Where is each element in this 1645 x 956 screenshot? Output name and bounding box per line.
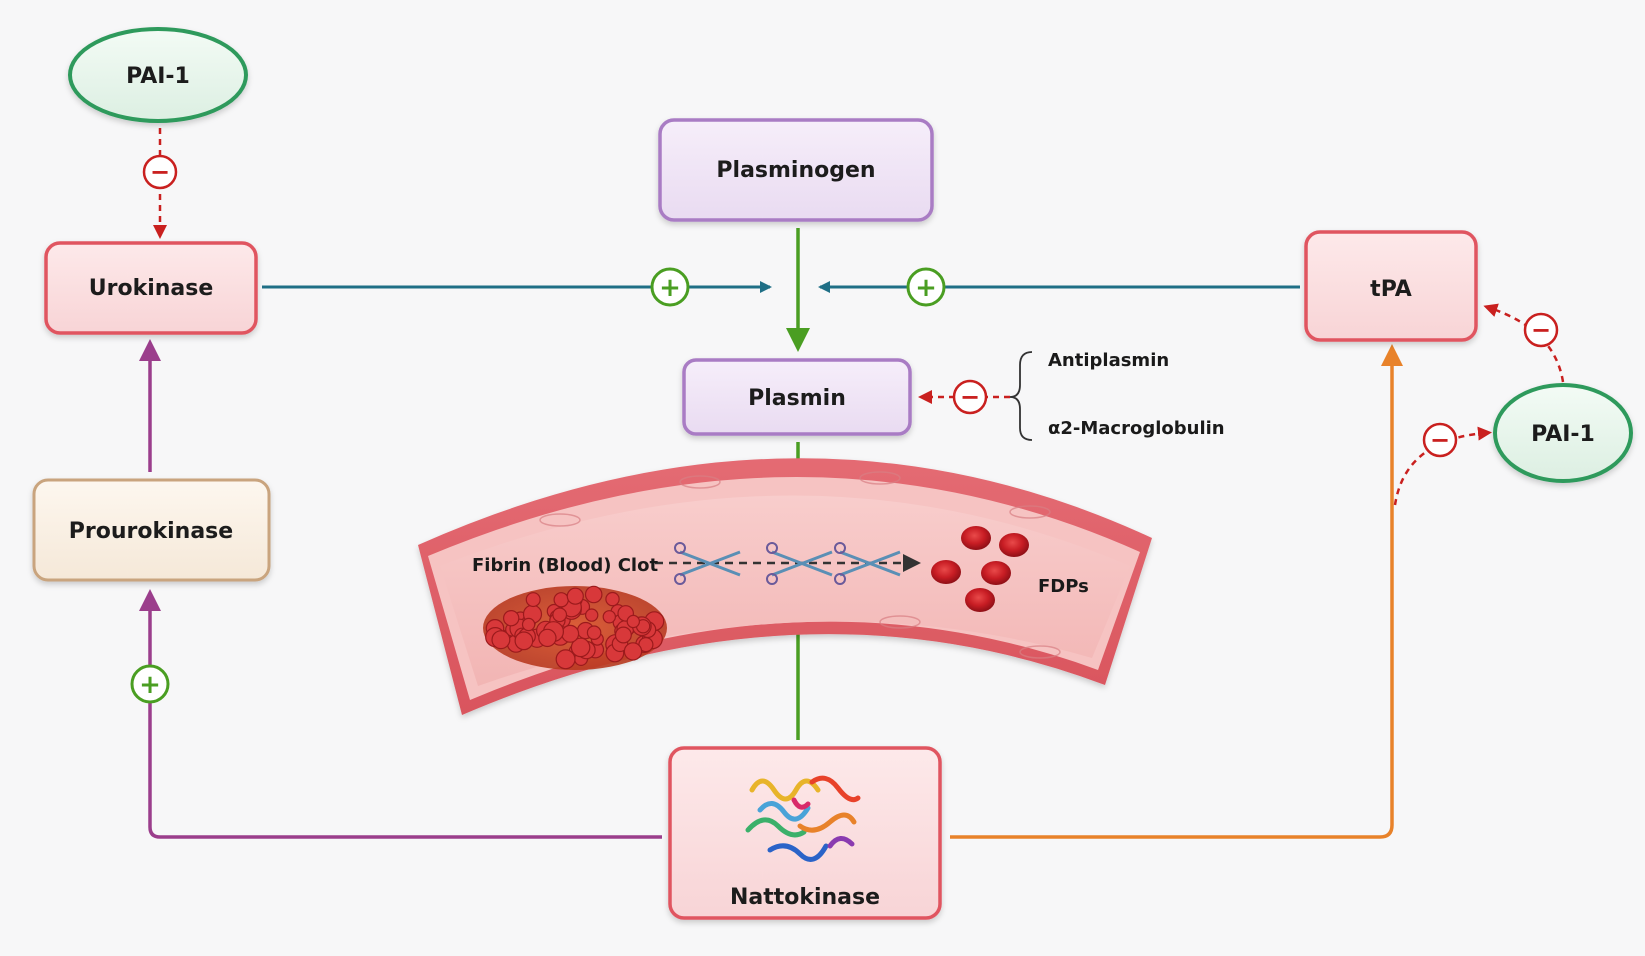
clot-cell: [584, 585, 603, 604]
fibrin-clot: [483, 585, 667, 670]
urokinase-node: Urokinase: [44, 241, 258, 335]
pai1-right-label: PAI-1: [1531, 422, 1595, 447]
pai1-left-node: PAI-1: [68, 27, 248, 123]
clot-cell: [561, 624, 580, 643]
fdps-label: FDPs: [1038, 576, 1089, 597]
tpa-node: tPA: [1304, 230, 1478, 342]
clot-cell: [553, 592, 569, 608]
plasmin-label: Plasmin: [748, 386, 846, 411]
plasminogen-node: Plasminogen: [658, 118, 934, 222]
clot-label: Fibrin (Blood) Clot: [472, 555, 658, 576]
svg-text:−: −: [960, 383, 980, 411]
clot-cell: [503, 610, 520, 627]
inhibit-pai1-right-arrow: [1393, 426, 1492, 506]
prourokinase-node: Prourokinase: [32, 478, 271, 582]
svg-text:−: −: [150, 158, 170, 186]
macroglobulin-label: α2-Macroglobulin: [1048, 418, 1225, 439]
urokinase-label: Urokinase: [89, 276, 214, 301]
prourokinase-label: Prourokinase: [69, 519, 233, 544]
clot-cell: [570, 637, 591, 658]
nattokinase-node: Nattokinase: [668, 746, 942, 920]
svg-text:+: +: [915, 273, 937, 303]
clot-cell: [555, 649, 576, 670]
svg-text:+: +: [139, 670, 161, 700]
svg-text:+: +: [659, 273, 681, 303]
nattokinase-to-tpa-arrow: [950, 344, 1403, 839]
antiplasmin-label: Antiplasmin: [1048, 350, 1169, 371]
tpa-label: tPA: [1370, 277, 1412, 302]
nattokinase-label: Nattokinase: [730, 885, 880, 910]
clot-cell: [525, 592, 541, 608]
clot-cell: [585, 608, 599, 622]
nattokinase-to-prourokinase-arrow: [139, 589, 662, 839]
clot-cell: [566, 587, 584, 605]
plus-badge-prourokinase: +: [130, 664, 170, 704]
clot-cell: [623, 642, 643, 661]
inhibitor-bracket: [1009, 351, 1033, 441]
fdp-red-cells: [931, 526, 1029, 612]
clot-cell: [614, 626, 632, 644]
clot-cell: [552, 607, 568, 623]
clot-cell: [514, 631, 534, 651]
minus-badge-pai1-left: −: [142, 154, 178, 190]
clot-cell: [521, 617, 536, 632]
clot-cell: [491, 630, 511, 650]
protein-structure-icon: [745, 775, 861, 862]
minus-badge-plasmin: −: [952, 379, 988, 415]
plasminogen-label: Plasminogen: [716, 158, 875, 183]
pai1-right-node: PAI-1: [1493, 383, 1633, 483]
plus-badge-tpa: +: [906, 267, 946, 307]
svg-text:−: −: [1430, 426, 1450, 454]
pai1-left-label: PAI-1: [126, 64, 190, 89]
clot-cell: [602, 610, 617, 624]
plasmin-node: Plasmin: [682, 358, 912, 436]
clot-cell: [538, 628, 557, 648]
clot-cell: [586, 625, 602, 640]
clot-cell: [626, 614, 641, 629]
minus-badge-pai1-right: −: [1422, 422, 1458, 458]
clot-cell: [605, 591, 620, 607]
svg-text:−: −: [1531, 316, 1551, 344]
minus-badge-tpa: −: [1523, 312, 1559, 348]
plus-badge-urokinase: +: [650, 267, 690, 307]
scissors-icon: [674, 542, 901, 585]
